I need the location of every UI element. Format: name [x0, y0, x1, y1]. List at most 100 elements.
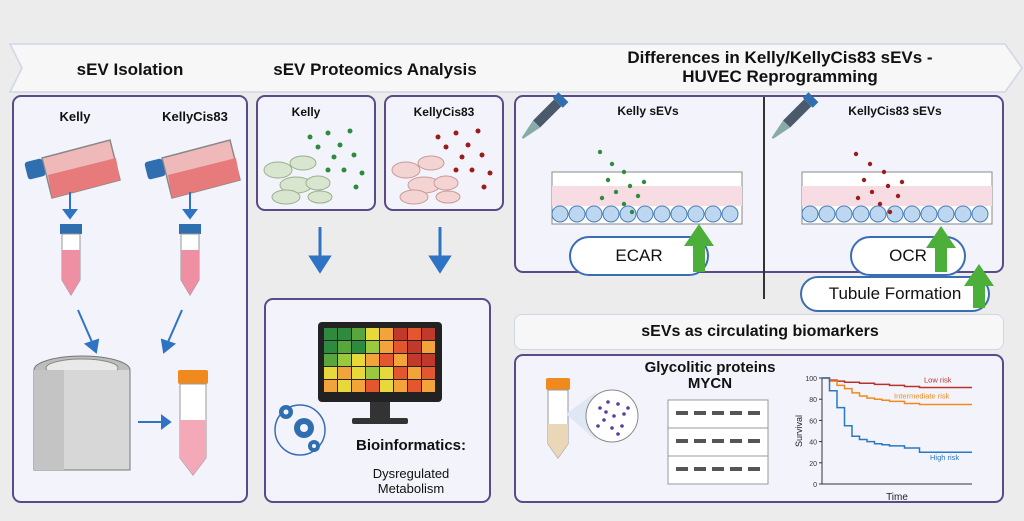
heatmap-cell: [352, 367, 365, 379]
series-label-intermediate-risk: Intermediate risk: [894, 392, 950, 401]
heatmap-cell: [352, 354, 365, 366]
isolation-arrows-icon: [62, 192, 198, 220]
y-tick-label: 60: [809, 418, 817, 425]
y-tick-label: 20: [809, 461, 817, 468]
biomarkers-title: sEVs as circulating biomarkers: [641, 323, 879, 340]
heatmap-cell: [422, 367, 435, 379]
y-tick-label: 0: [813, 482, 817, 489]
tube-kelly-icon: [60, 224, 82, 296]
huvec-divider: [763, 97, 765, 299]
pellet-tube-icon: [178, 370, 208, 476]
heatmap-cell: [408, 380, 421, 392]
ocr-up-arrow-icon: [926, 226, 956, 272]
bioinformatics-desc: Dysregulated Metabolism: [336, 466, 486, 496]
survival-line-low-risk: [822, 377, 972, 389]
centrifuge-icon: [33, 355, 131, 471]
culture-flask-kelly-icon: [24, 139, 121, 199]
kelly-sevs-label: Kelly sEVs: [617, 104, 679, 118]
heatmap-cell: [422, 380, 435, 392]
tubule-up-arrow-icon: [964, 264, 994, 308]
heatmap-cell: [366, 380, 379, 392]
heatmap-cell: [366, 341, 379, 353]
header-sev-proteomics: sEV Proteomics Analysis: [273, 60, 477, 79]
heatmap-cell: [338, 341, 351, 353]
heatmap-cell: [352, 328, 365, 340]
heatmap-cell: [338, 380, 351, 392]
proteins-line2: MYCN: [687, 375, 733, 392]
bioinformatics-desc-line2: Metabolism: [377, 481, 445, 496]
proteomics-kellycis-label: KellyCis83: [413, 105, 475, 119]
heatmap-cell: [324, 341, 337, 353]
ecar-label: ECAR: [615, 246, 663, 265]
heatmap-cell: [366, 367, 379, 379]
heatmap-cell: [324, 367, 337, 379]
heatmap-cell: [422, 341, 435, 353]
heatmap-cell: [422, 328, 435, 340]
tube-kellycis-icon: [179, 224, 201, 296]
heatmap-cell: [408, 354, 421, 366]
heatmap-cell: [394, 328, 407, 340]
y-tick-label: 40: [809, 440, 817, 447]
kellycis-cells-ev-icon: [391, 128, 493, 205]
tubule-formation-pill: Tubule Formation: [800, 276, 990, 312]
gears-icon: [274, 404, 326, 456]
ecar-up-arrow-icon: [684, 224, 714, 272]
tubule-formation-label: Tubule Formation: [828, 284, 962, 303]
heatmap-cell: [352, 341, 365, 353]
heatmap-cell: [366, 354, 379, 366]
bioinformatics-desc-line1: Dysregulated: [372, 466, 450, 481]
heatmap-cell: [408, 341, 421, 353]
x-axis-label: Time: [886, 492, 908, 503]
western-blot-icon: [667, 399, 769, 485]
y-tick-label: 100: [805, 376, 817, 383]
plasma-tube-ev-icon: [546, 378, 639, 459]
heatmap-cell: [394, 380, 407, 392]
monitor-heatmap-icon: [318, 322, 442, 424]
heatmap-cell: [422, 354, 435, 366]
isolation-kelly-label: Kelly: [59, 109, 91, 124]
heatmap-cell: [380, 367, 393, 379]
heatmap-cell: [380, 354, 393, 366]
heatmap-cell: [324, 380, 337, 392]
y-axis-label: Survival: [794, 415, 804, 447]
proteins-label: Glycolitic proteins MYCN: [640, 360, 780, 392]
kellycis-sevs-label: KellyCis83 sEVs: [848, 104, 942, 118]
header-banner: [8, 43, 1023, 93]
kellycis-pipette-well-icon: [771, 92, 993, 225]
proteomics-kelly-label: Kelly: [291, 105, 321, 119]
isolation-kellycis-label: KellyCis83: [162, 109, 228, 124]
heatmap-cell: [408, 367, 421, 379]
heatmap-cell: [394, 367, 407, 379]
heatmap-cell: [380, 380, 393, 392]
heatmap-cell: [380, 341, 393, 353]
header-differences-line1: Differences in Kelly/KellyCis83 sEVs -: [627, 48, 933, 67]
culture-flask-kellycis-icon: [144, 139, 241, 199]
heatmap-cell: [394, 341, 407, 353]
heatmap-cell: [338, 354, 351, 366]
heatmap-cell: [338, 367, 351, 379]
heatmap-cell: [352, 380, 365, 392]
heatmap-cell: [324, 328, 337, 340]
heatmap-cell: [394, 354, 407, 366]
kelly-cells-ev-icon: [263, 128, 365, 205]
kelly-pipette-well-icon: [521, 92, 743, 225]
heatmap-cell: [408, 328, 421, 340]
proteins-line1: Glycolitic proteins: [644, 359, 776, 376]
survival-line-intermediate-risk: [822, 377, 972, 406]
series-label-low-risk: Low risk: [924, 376, 952, 385]
ocr-label: OCR: [889, 246, 927, 265]
header-differences-line2: HUVEC Reprogramming: [682, 67, 878, 86]
isolation-illustration: [24, 139, 241, 476]
survival-line-high-risk: [822, 377, 972, 453]
series-label-high-risk: High risk: [930, 453, 959, 462]
heatmap-cell: [366, 328, 379, 340]
ecar-pill: ECAR: [569, 236, 709, 276]
bioinformatics-label: Bioinformatics:: [355, 437, 466, 454]
heatmap-cell: [338, 328, 351, 340]
heatmap-cell: [324, 354, 337, 366]
heatmap-cell: [380, 328, 393, 340]
biomarkers-banner: [514, 314, 1004, 350]
proteomics-down-arrows-icon: [308, 227, 452, 274]
y-tick-label: 80: [809, 397, 817, 404]
